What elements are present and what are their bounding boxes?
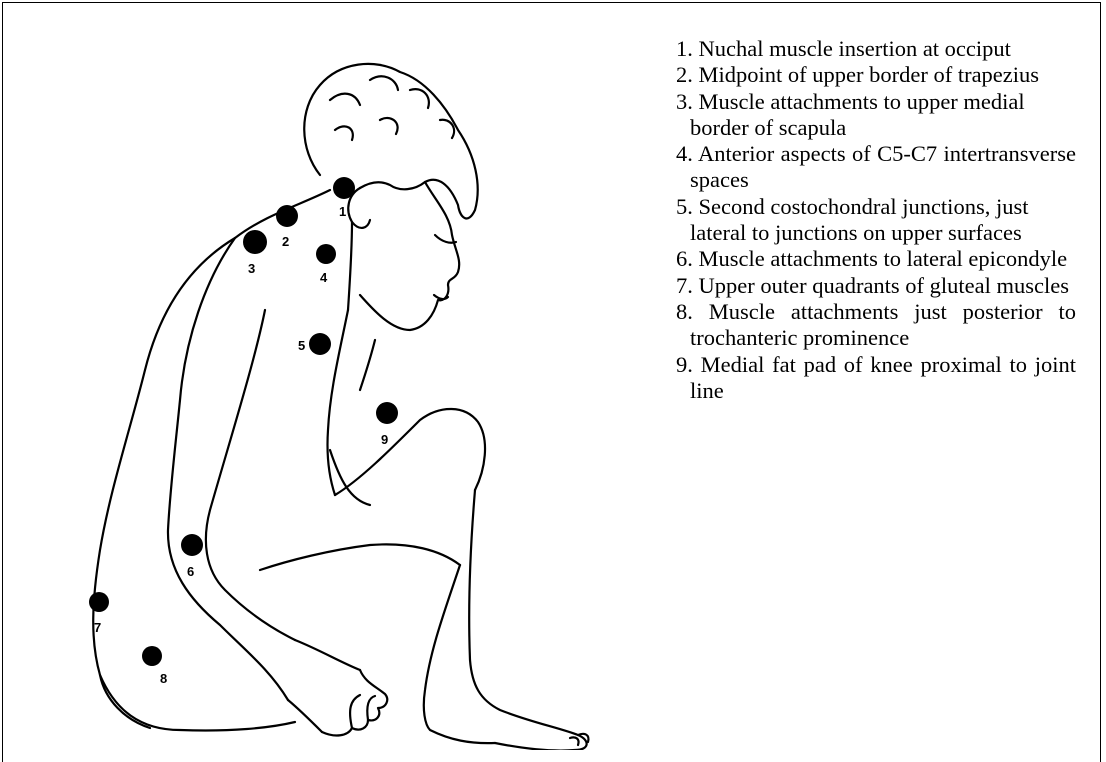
tender-point-label-2: 2 <box>282 234 289 249</box>
face-outline <box>360 182 459 330</box>
legend-item-3: 3. Muscle attachments to upper medial bo… <box>676 89 1076 142</box>
legend-text: Anterior aspects of C5-C7 intertransvers… <box>690 141 1076 192</box>
tender-point-5 <box>309 333 331 355</box>
neck-line <box>348 222 352 310</box>
shin-back <box>424 565 495 743</box>
legend-text: Muscle attachments to lateral epicondyle <box>699 246 1068 271</box>
arm-inner <box>206 310 295 640</box>
tender-point-label-8: 8 <box>160 671 167 686</box>
back-outline <box>93 190 330 731</box>
tender-point-label-7: 7 <box>94 620 101 635</box>
tender-point-label-5: 5 <box>298 338 305 353</box>
legend-item-5: 5. Second costochondral junctions, just … <box>676 194 1076 247</box>
chin-to-chest <box>360 340 375 390</box>
tender-point-label-1: 1 <box>339 204 346 219</box>
tender-point-label-6: 6 <box>187 564 194 579</box>
legend-item-8: 8. Muscle attachments just posterior to … <box>676 299 1076 352</box>
tender-point-label-4: 4 <box>320 270 328 285</box>
thigh-lower <box>260 544 460 570</box>
legend-item-7: 7. Upper outer quadrants of gluteal musc… <box>676 273 1076 299</box>
legend-number: 1. <box>676 36 693 61</box>
legend-number: 2. <box>676 62 693 87</box>
legend-text: Midpoint of upper border of trapezius <box>699 62 1040 87</box>
hair-curls <box>330 76 454 140</box>
legend-text: Muscle attachments just posterior to tro… <box>690 299 1076 350</box>
legend-item-2: 2. Midpoint of upper border of trapezius <box>676 62 1076 88</box>
legend-item-6: 6. Muscle attachments to lateral epicond… <box>676 246 1076 272</box>
shin-front <box>469 490 586 750</box>
chest-outline <box>327 310 348 495</box>
tender-point-9 <box>376 402 398 424</box>
legend-item-4: 4. Anterior aspects of C5-C7 intertransv… <box>676 141 1076 194</box>
legend-text: Second costochondral junctions, just lat… <box>690 194 1028 245</box>
fingers <box>350 695 375 728</box>
thigh-upper <box>335 409 485 495</box>
legend-number: 5. <box>676 194 693 219</box>
tender-points-legend: 1. Nuchal muscle insertion at occiput 2.… <box>676 36 1076 404</box>
tender-point-2 <box>276 205 298 227</box>
legend-text: Medial fat pad of knee proximal to joint… <box>690 352 1076 403</box>
legend-text: Nuchal muscle insertion at occiput <box>699 36 1011 61</box>
buttock <box>100 675 150 728</box>
tender-point-7 <box>89 592 109 612</box>
forearm <box>288 640 360 732</box>
hand-outline <box>322 670 387 735</box>
breast <box>330 450 370 505</box>
legend-text: Upper outer quadrants of gluteal muscles <box>699 273 1070 298</box>
legend-number: 9. <box>676 352 693 377</box>
legend-number: 8. <box>676 299 693 324</box>
legend-number: 3. <box>676 89 693 114</box>
tender-point-8 <box>142 646 162 666</box>
upper-arm-outline <box>168 238 288 700</box>
legend-number: 7. <box>676 273 693 298</box>
tender-point-label-3: 3 <box>248 261 255 276</box>
legend-number: 6. <box>676 246 693 271</box>
seated-figure-drawing: 1 2 3 4 5 6 7 8 9 <box>30 10 650 750</box>
tender-points-illustration: 1 2 3 4 5 6 7 8 9 <box>30 10 650 750</box>
legend-text: Muscle attachments to upper medial borde… <box>690 89 1025 140</box>
hair-outline <box>304 64 477 219</box>
tender-point-3 <box>243 230 267 254</box>
tender-point-label-9: 9 <box>381 432 388 447</box>
tender-point-6 <box>181 534 203 556</box>
tender-point-1 <box>333 177 355 199</box>
tender-point-labels: 1 2 3 4 5 6 7 8 9 <box>94 204 388 686</box>
legend-number: 4. <box>676 141 693 166</box>
legend-item-9: 9. Medial fat pad of knee proximal to jo… <box>676 352 1076 405</box>
legend-item-1: 1. Nuchal muscle insertion at occiput <box>676 36 1076 62</box>
tender-point-4 <box>316 244 336 264</box>
